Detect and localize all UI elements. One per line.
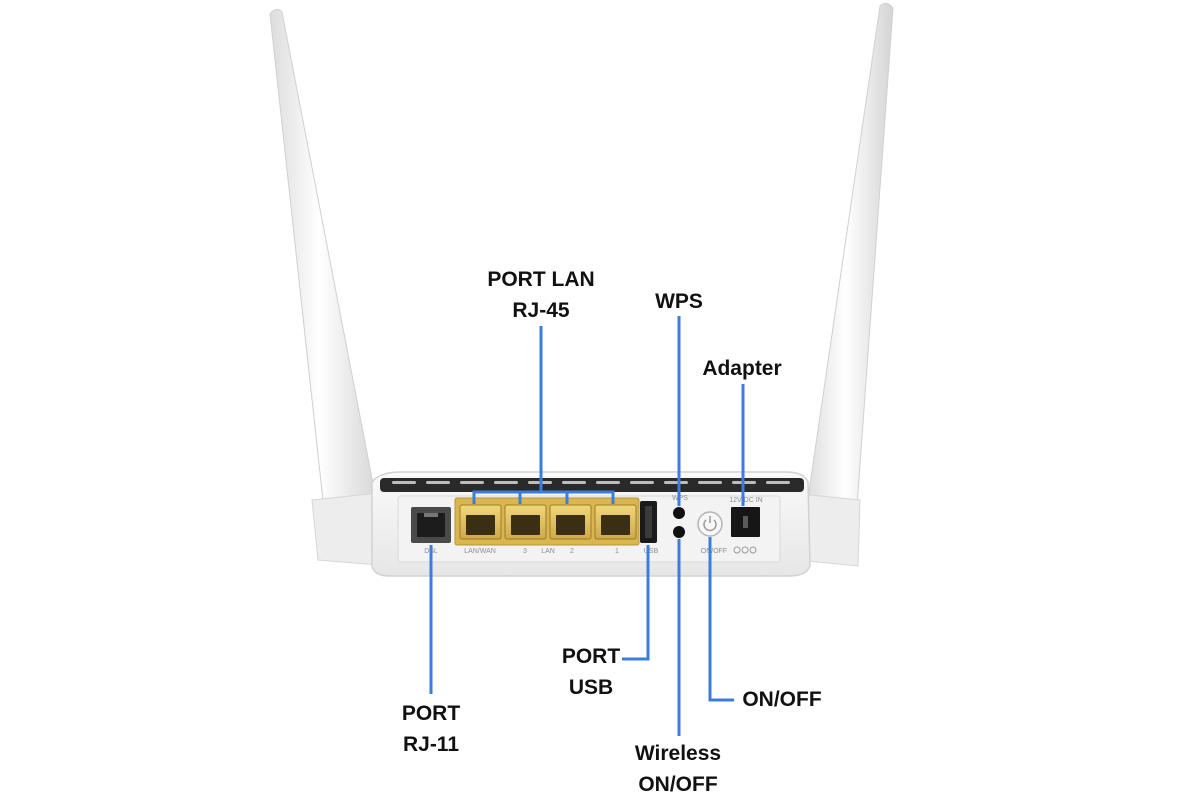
callout-wireless: Wireless ON/OFF [616, 738, 740, 800]
callout-wps: WPS [634, 286, 724, 317]
panel-label-power-rating: 12V DC IN [729, 497, 762, 504]
callout-rj11-line2: RJ-11 [402, 733, 460, 756]
rj11-port [411, 507, 451, 543]
usb-port [640, 501, 657, 543]
callout-lan-line1: PORT LAN [487, 268, 595, 291]
leader-line-lan [472, 326, 615, 504]
callout-onoff: ON/OFF [734, 684, 830, 715]
lan-port-3 [504, 504, 547, 540]
callout-rj11-line1: PORT [401, 702, 461, 725]
callout-adapter-line1: Adapter [702, 357, 782, 380]
panel-label-port3: 3 [523, 548, 527, 555]
lan-port-block [454, 497, 640, 546]
leader-line-usb [622, 545, 650, 661]
power-icon [703, 516, 717, 532]
callout-usb-line1: PORT [561, 645, 621, 668]
lan-port-1 [594, 504, 637, 540]
callout-usb-line2: USB [568, 676, 614, 699]
callout-wps-line1: WPS [655, 290, 703, 313]
panel-label-port1: 1 [615, 548, 619, 555]
panel-label-lan: LAN [541, 548, 555, 555]
wireless-button [673, 526, 685, 538]
callout-lan: PORT LAN RJ-45 [466, 264, 616, 326]
lan-port-2 [549, 504, 592, 540]
callout-wireless-line1: Wireless [634, 742, 722, 765]
callout-adapter: Adapter [686, 353, 798, 384]
panel-label-onoff: ON/OFF [701, 548, 727, 555]
callout-onoff-line1: ON/OFF [742, 688, 822, 711]
leader-line-onoff [708, 537, 734, 702]
adapter-jack [731, 507, 760, 554]
wps-button [673, 507, 685, 519]
callout-lan-line2: RJ-45 [512, 299, 570, 322]
callout-wireless-line2: ON/OFF [638, 773, 718, 796]
callout-rj11: PORT RJ-11 [381, 698, 481, 760]
panel-label-usb: USB [644, 548, 659, 555]
callout-usb: PORT USB [546, 641, 636, 703]
right-antenna [797, 2, 894, 567]
panel-label-port2: 2 [570, 548, 574, 555]
panel-label-lanwan: LAN/WAN [464, 548, 496, 555]
power-button [697, 511, 723, 537]
lan-port-lanwan [459, 504, 502, 540]
